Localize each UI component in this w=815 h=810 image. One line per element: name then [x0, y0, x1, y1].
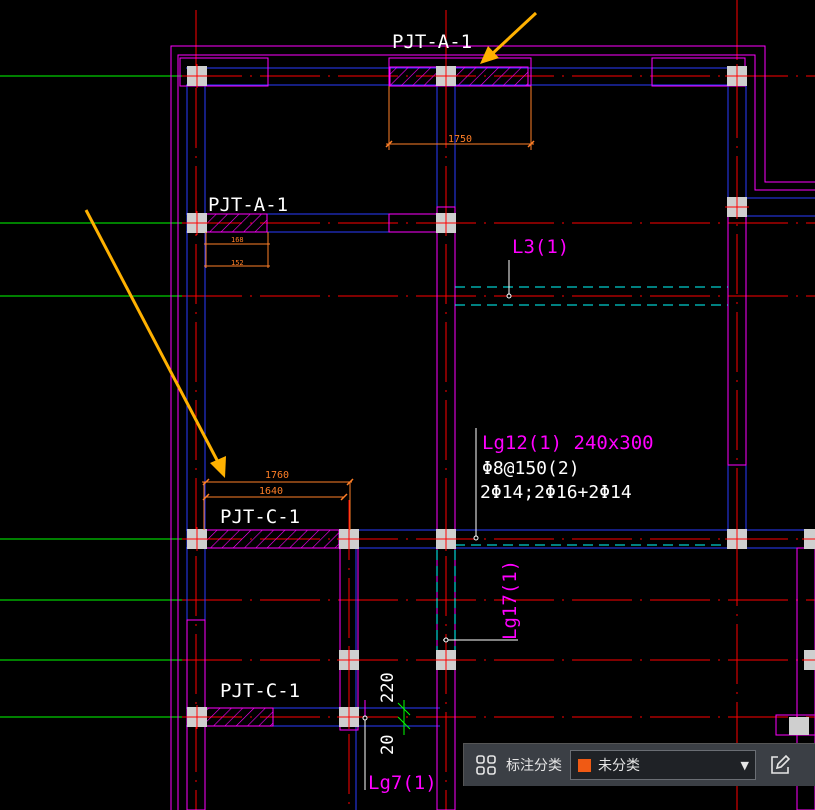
outer-wall-line	[170, 45, 815, 810]
hatched-opening	[204, 707, 274, 727]
column	[725, 64, 749, 88]
column	[185, 211, 209, 235]
annotation-arrows	[84, 11, 538, 478]
column	[185, 64, 209, 88]
column	[725, 527, 749, 551]
hatched-opening	[204, 529, 340, 549]
hatched-opening	[389, 66, 529, 87]
column	[725, 195, 749, 219]
edit-button[interactable]	[764, 749, 796, 781]
leader-lines	[364, 260, 518, 790]
dimension-lines	[202, 86, 534, 530]
label-beam-lg12: Lg12(1) 240x300	[482, 432, 654, 454]
column	[337, 705, 361, 729]
columns	[185, 64, 815, 735]
hatched-opening	[204, 213, 268, 233]
label-beam-lg17: Lg17(1)	[499, 560, 521, 640]
annotation-category-dropdown[interactable]: 未分类 ▼	[570, 750, 756, 780]
dim-text-152: 152	[231, 259, 244, 267]
label-beam-lg7: Lg7(1)	[368, 772, 437, 794]
dim-text-20: 20	[378, 735, 398, 755]
green-axis-lines	[0, 75, 182, 718]
label-beam-lg12-rebar: 2Φ14;2Φ16+2Φ14	[480, 482, 632, 503]
label-beam-lg12-stirrup: Φ8@150(2)	[482, 458, 580, 479]
column	[185, 705, 209, 729]
arrow-icon	[480, 11, 538, 64]
annotation-category-label: 标注分类	[506, 758, 562, 774]
leader-dots	[362, 293, 512, 721]
category-color-swatch	[577, 757, 592, 773]
column	[802, 650, 815, 670]
edit-icon	[771, 754, 791, 774]
column	[434, 211, 458, 235]
hatched-openings	[204, 66, 529, 727]
label-pjt-c1-mid: PJT-C-1	[220, 506, 300, 528]
dim-text-168: 168	[231, 236, 244, 244]
chevron-down-icon: ▼	[740, 758, 749, 772]
column	[185, 527, 209, 551]
dim-text-1760: 1760	[265, 470, 289, 481]
label-pjt-c1-low: PJT-C-1	[220, 680, 300, 702]
column	[337, 527, 361, 551]
column	[434, 648, 458, 672]
dim-text-1750: 1750	[448, 134, 472, 145]
label-beam-l3: L3(1)	[512, 236, 569, 258]
category-selected-value: 未分类	[598, 758, 640, 774]
dimension-ticks	[202, 140, 535, 501]
column	[434, 64, 458, 88]
label-pjt-a1-left: PJT-A-1	[208, 194, 288, 216]
column	[802, 529, 815, 549]
annotation-toolbar: 标注分类 未分类 ▼	[463, 743, 815, 786]
dim-text-220: 220	[378, 672, 398, 703]
dim-text-1640: 1640	[259, 486, 283, 497]
wall-segment	[179, 57, 269, 87]
grid-icon	[476, 755, 496, 775]
column	[434, 527, 458, 551]
label-pjt-a1-top: PJT-A-1	[392, 31, 472, 53]
column	[337, 648, 361, 672]
grid-icon-button[interactable]	[470, 749, 502, 781]
column	[789, 717, 809, 735]
cyan-dashed-lines	[436, 286, 728, 650]
small-dimension-marks	[397, 700, 411, 735]
arrow-icon	[84, 209, 226, 478]
wall-segment	[436, 206, 456, 810]
outer-wall-line	[177, 54, 815, 810]
